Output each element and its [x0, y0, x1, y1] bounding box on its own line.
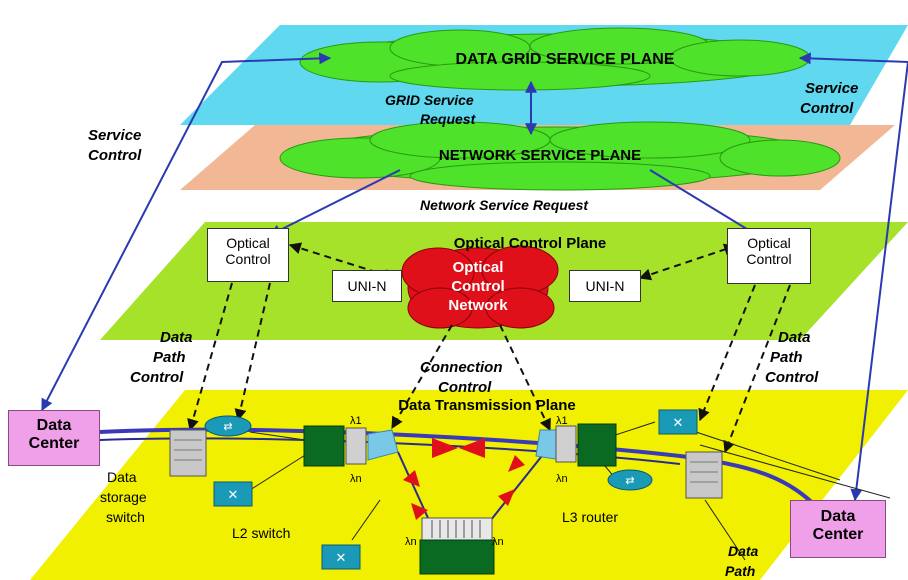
transmission-links [249, 421, 891, 561]
l2-switch-label: L2 switch [232, 525, 290, 541]
data-grid-cloud [299, 27, 811, 91]
optical-bowtie-right [498, 455, 525, 506]
grid-service-request-label-1: GRID Service [385, 92, 474, 108]
l2-switch-icon: ✕ [213, 481, 253, 507]
optical-control-box-left[interactable]: Optical Control [207, 228, 289, 282]
service-control-right-2: Control [800, 100, 854, 117]
data-center-right-line2: Center [812, 526, 864, 543]
svg-text:✕: ✕ [336, 550, 347, 565]
uni-n-box-left[interactable]: UNI-N [332, 270, 402, 302]
service-control-right-line [798, 52, 908, 502]
uni-n-right-label: UNI-N [585, 278, 625, 294]
service-control-left-line [41, 52, 332, 412]
svg-text:⇄: ⇄ [223, 421, 232, 433]
data-path-control-right-3: Control [765, 369, 819, 386]
cloud-label-line2: Control [451, 278, 504, 295]
service-control-left-1: Service [88, 127, 141, 144]
data-transmission-plane-title: Data Transmission Plane [398, 397, 576, 414]
cloud-label-line1: Optical [453, 259, 504, 276]
service-control-right-1: Service [805, 80, 858, 97]
svg-text:⇄: ⇄ [625, 475, 634, 487]
lambda-n-right: λn [556, 473, 568, 485]
data-storage-switch-3: switch [106, 509, 145, 525]
router-icon-l2-top: ⇄ [204, 415, 252, 437]
data-center-left[interactable]: Data Center [8, 410, 100, 466]
optical-switch-right [535, 423, 617, 467]
optical-control-plane-title: Optical Control Plane [454, 235, 607, 252]
cloud-label-line3: Network [448, 297, 508, 314]
optical-bowtie-top [432, 438, 485, 458]
data-path-label-1: Data [728, 543, 759, 559]
network-service-request-label: Network Service Request [420, 197, 589, 213]
svg-text:✕: ✕ [673, 415, 684, 430]
uni-n-left-label: UNI-N [347, 278, 387, 294]
data-grid-plane-title: DATA GRID SERVICE PLANE [456, 51, 675, 68]
data-center-left-line1: Data [36, 417, 72, 434]
switch-icon-right-top: ✕ [658, 409, 698, 435]
data-path-control-right-1: Data [778, 329, 811, 346]
network-plane-title: NETWORK SERVICE PLANE [439, 147, 641, 164]
optical-control-right-line1: Optical [747, 235, 791, 251]
lambda-n-left: λn [350, 473, 362, 485]
dashed-control-lines [187, 242, 791, 454]
data-path-control-right-2: Path [770, 349, 803, 366]
data-path-control-left-2: Path [153, 349, 186, 366]
network-service-request-left-line [268, 169, 401, 236]
storage-server-right [685, 451, 723, 499]
l3-router-icon: ⇄ [607, 469, 653, 491]
service-control-left-2: Control [88, 147, 142, 164]
data-storage-switch-1: Data [107, 469, 137, 485]
optical-switch-bottom [419, 517, 495, 575]
l3-router-label: L3 router [562, 509, 618, 525]
connection-control-2: Control [438, 379, 492, 396]
optical-bowtie-left [403, 470, 428, 520]
data-path-control-left-1: Data [160, 329, 193, 346]
lambda-1-right: λ1 [556, 415, 568, 427]
data-storage-switch-2: storage [100, 489, 147, 505]
storage-server-left [169, 429, 207, 477]
data-center-left-line2: Center [28, 435, 80, 452]
switch-icon-bottom: ✕ [321, 544, 361, 570]
optical-control-left-line2: Control [225, 251, 271, 267]
connection-control-1: Connection [420, 359, 503, 376]
grid-service-request-label-2: Request [420, 111, 477, 127]
optical-control-left-line1: Optical [226, 235, 270, 251]
data-center-right-line1: Data [820, 508, 856, 525]
svg-text:✕: ✕ [228, 487, 239, 502]
lambda-1-left: λ1 [350, 415, 362, 427]
data-center-right[interactable]: Data Center [790, 500, 886, 558]
data-path-control-left-3: Control [130, 369, 184, 386]
optical-switch-left [303, 425, 399, 467]
data-transmission-plane [30, 390, 908, 580]
uni-n-box-right[interactable]: UNI-N [569, 270, 641, 302]
lambda-n-bottom-left: λn [405, 536, 417, 548]
lambda-n-bottom-right: λn [492, 536, 504, 548]
optical-control-network-cloud [401, 245, 559, 329]
optical-control-right-line2: Control [746, 251, 792, 267]
data-path-label-2: Path [725, 563, 755, 579]
optical-control-box-right[interactable]: Optical Control [727, 228, 811, 284]
